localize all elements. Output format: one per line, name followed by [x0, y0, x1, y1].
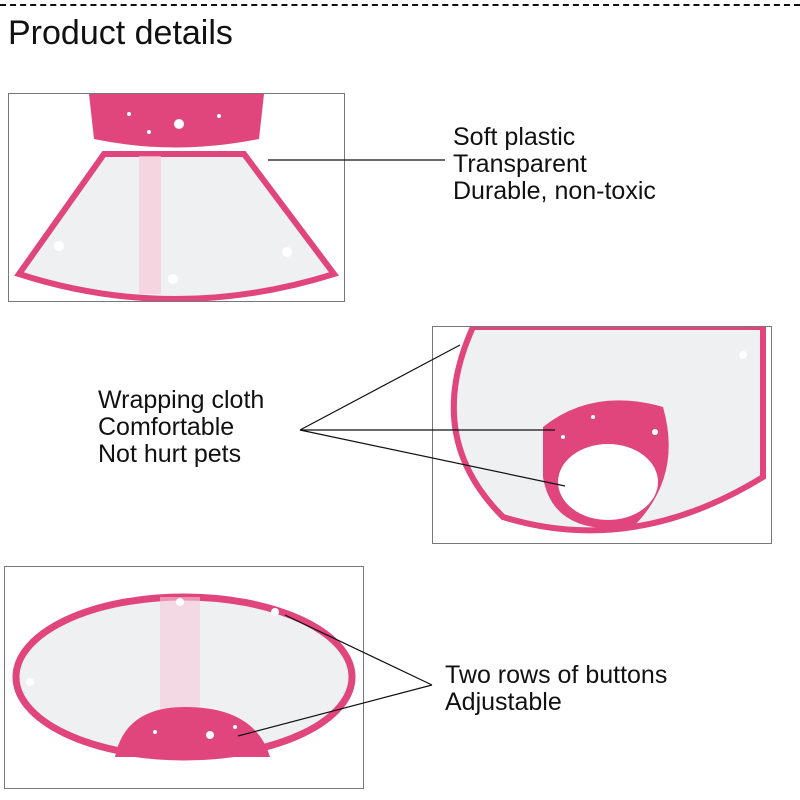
feature-text: Comfortable — [98, 413, 235, 441]
cone-collar-top-image — [12, 593, 356, 761]
feature-list-2: Wrapping cloth Comfortable Not hurt pets — [98, 387, 264, 468]
feature-text: Wrapping cloth — [98, 386, 265, 414]
product-photo-top-view — [4, 566, 364, 789]
page-title: Product details — [8, 14, 233, 52]
feature-list-3: Two rows of buttons Adjustable — [445, 662, 667, 716]
feature-text: Two rows of buttons — [445, 661, 668, 689]
feature-text: Transparent — [453, 150, 587, 178]
feature-text: Soft plastic — [453, 123, 576, 151]
feature-text: Durable, non-toxic — [453, 177, 656, 205]
cone-collar-side-image — [14, 94, 339, 301]
cone-collar-inner-image — [450, 327, 766, 534]
feature-list-1: Soft plastic Transparent Durable, non-to… — [453, 124, 656, 205]
product-photo-side-view — [8, 93, 345, 302]
product-photo-inner-view — [432, 326, 772, 544]
feature-text: Not hurt pets — [98, 440, 242, 468]
dashed-divider — [0, 4, 800, 6]
feature-text: Adjustable — [445, 688, 562, 716]
